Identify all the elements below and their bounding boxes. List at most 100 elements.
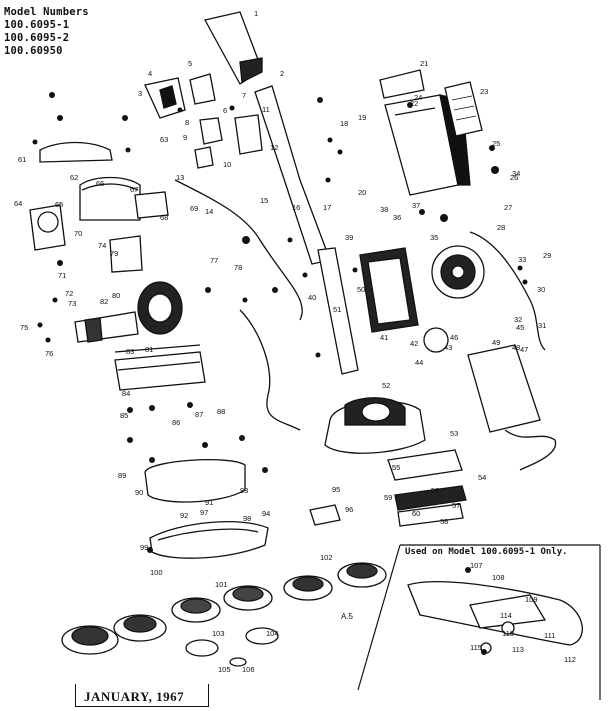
part-callout-71: 71	[58, 271, 66, 280]
part-callout-114: 114	[500, 611, 512, 620]
part-callout-19: 19	[358, 113, 366, 122]
part-callout-80: 80	[112, 291, 120, 300]
part-callout-10: 10	[223, 160, 231, 169]
part-callout-86: 86	[172, 418, 180, 427]
part-callout-32: 32	[514, 315, 522, 324]
part-callout-48: 48	[512, 343, 520, 352]
part-callout-22: 22	[410, 99, 418, 108]
part-callout-9: 9	[183, 133, 187, 142]
part-callout-28: 28	[497, 223, 505, 232]
part-callout-110: 110	[502, 629, 514, 638]
part-callout-91: 91	[205, 498, 213, 507]
part-callout-39: 39	[345, 233, 353, 242]
part-callout-84: 84	[122, 389, 130, 398]
scale-note: A.5	[341, 612, 354, 621]
part-callout-81: 81	[145, 345, 153, 354]
part-callout-77: 77	[210, 256, 218, 265]
part-callout-90: 90	[135, 488, 143, 497]
part-callout-18: 18	[340, 119, 348, 128]
part-callout-21: 21	[420, 59, 428, 68]
part-callout-36: 36	[393, 213, 401, 222]
part-callout-46: 46	[450, 333, 458, 342]
part-callout-75: 75	[20, 323, 28, 332]
part-callout-87: 87	[195, 410, 203, 419]
part-callout-7: 7	[242, 91, 246, 100]
part-callout-62: 62	[70, 173, 78, 182]
part-callout-68: 68	[160, 213, 168, 222]
part-callout-31: 31	[538, 321, 546, 330]
part-callout-5: 5	[188, 59, 192, 68]
inset-frame	[357, 544, 601, 700]
part-callout-14: 14	[205, 207, 213, 216]
base-plate	[114, 344, 341, 559]
part-callout-92: 92	[180, 511, 188, 520]
part-callout-41: 41	[380, 333, 388, 342]
model-number-3: 100.60950	[4, 45, 63, 57]
part-callout-107: 107	[470, 561, 483, 570]
upper-brackets	[144, 73, 263, 169]
part-callout-83: 83	[126, 347, 134, 356]
part-callout-42: 42	[410, 339, 418, 348]
date-label: JANUARY, 1967	[84, 689, 185, 704]
part-callout-52: 52	[382, 381, 390, 390]
left-brackets	[29, 141, 169, 273]
part-callout-94: 94	[262, 509, 270, 518]
part-callout-88: 88	[217, 407, 225, 416]
part-callout-96: 96	[345, 505, 353, 514]
part-callout-102: 102	[320, 553, 333, 562]
part-callout-8: 8	[185, 118, 189, 127]
part-callout-104: 104	[266, 629, 279, 638]
part-callout-25: 25	[492, 139, 500, 148]
part-callout-55: 55	[392, 463, 400, 472]
part-callout-17: 17	[323, 203, 331, 212]
part-callout-29: 29	[543, 251, 551, 260]
part-callout-65: 65	[55, 200, 63, 209]
part-callout-112: 112	[564, 655, 576, 664]
model-numbers-title: Model Numbers	[4, 6, 89, 18]
part-callout-3: 3	[138, 89, 142, 98]
part-callout-85: 85	[120, 411, 128, 420]
part-callout-44: 44	[415, 358, 423, 367]
part-callout-16: 16	[292, 203, 300, 212]
part-callout-4: 4	[148, 69, 152, 78]
part-callout-38: 38	[380, 205, 388, 214]
part-callout-76: 76	[45, 349, 53, 358]
part-callout-24: 24	[414, 93, 422, 102]
part-callout-6: 6	[223, 106, 227, 115]
part-callout-89: 89	[118, 471, 126, 480]
part-callout-57: 57	[452, 501, 460, 510]
part-callout-49: 49	[492, 338, 500, 347]
part-callout-60: 60	[412, 509, 420, 518]
part-callout-108: 108	[492, 573, 505, 582]
part-callout-35: 35	[430, 233, 438, 242]
part-callout-12: 12	[270, 143, 278, 152]
part-callout-27: 27	[504, 203, 512, 212]
part-callout-70: 70	[74, 229, 82, 238]
part-callout-2: 2	[280, 69, 284, 78]
part-callout-105: 105	[218, 665, 231, 674]
part-callout-73: 73	[68, 299, 76, 308]
dust-bag-housing	[379, 69, 483, 196]
part-callout-61: 61	[18, 155, 26, 164]
part-callout-72: 72	[65, 289, 73, 298]
handle-tube	[204, 11, 359, 375]
part-callout-115: 115	[470, 643, 482, 652]
part-callout-15: 15	[260, 196, 268, 205]
part-callout-79: 79	[110, 249, 118, 258]
part-callout-95: 95	[332, 485, 340, 494]
part-callout-106: 106	[242, 665, 255, 674]
hardware-bits	[32, 92, 528, 655]
part-callout-53: 53	[450, 429, 458, 438]
part-callout-54: 54	[478, 473, 486, 482]
part-callout-51: 51	[333, 305, 341, 314]
part-callout-37: 37	[412, 201, 420, 210]
part-callout-56: 56	[431, 486, 439, 495]
part-callout-58: 58	[440, 517, 448, 526]
date-frame	[75, 684, 209, 707]
part-callout-43: 43	[444, 343, 452, 352]
part-callout-11: 11	[262, 105, 270, 114]
part-callout-109: 109	[525, 595, 538, 604]
